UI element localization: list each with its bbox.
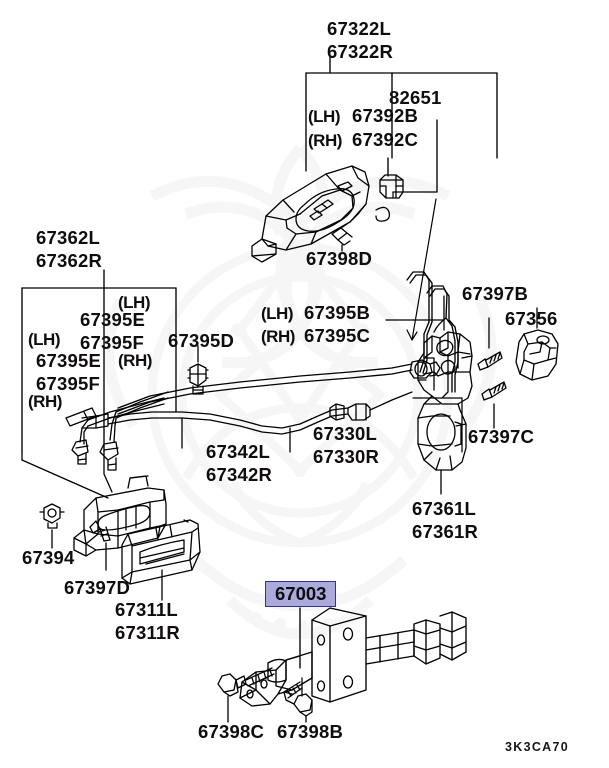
- label-67361r: 67361R: [412, 521, 479, 542]
- label-67361l: 67361L: [412, 498, 476, 519]
- label-67395ef-a-rh: (RH): [118, 351, 152, 370]
- label-67322r: 67322R: [327, 41, 394, 62]
- label-82651: 82651: [389, 87, 442, 108]
- label-67398d: 67398D: [306, 248, 373, 269]
- label-67395ef-a-lh: (LH): [118, 293, 150, 312]
- label-67395ef-b-rh: (RH): [28, 392, 62, 411]
- label-67392b: 67392B: [352, 105, 419, 126]
- label-67395e-a: 67395E: [80, 309, 145, 330]
- label-67395e-b: 67395E: [36, 350, 101, 371]
- label-67395f-a: 67395F: [80, 332, 144, 353]
- label-67342r: 67342R: [206, 464, 273, 485]
- label-67362l: 67362L: [36, 227, 100, 248]
- label-67395b: 67395B: [304, 302, 371, 323]
- label-67395ef-b-lh: (LH): [28, 330, 60, 349]
- label-67394: 67394: [22, 547, 75, 568]
- label-67397c: 67397C: [468, 426, 535, 447]
- label-67397b: 67397B: [462, 283, 529, 304]
- label-67395c: 67395C: [304, 325, 371, 346]
- label-67311r: 67311R: [115, 622, 180, 643]
- label-67003-highlighted[interactable]: 67003: [265, 581, 337, 608]
- label-67398c: 67398C: [198, 721, 265, 742]
- label-67395d: 67395D: [168, 330, 235, 351]
- label-67395f-b: 67395F: [36, 373, 100, 394]
- label-67395b-prefix: (LH): [261, 304, 293, 323]
- label-67395c-prefix: (RH): [261, 327, 295, 346]
- label-67311l: 67311L: [115, 599, 178, 620]
- label-67397d: 67397D: [64, 577, 131, 598]
- label-67398b: 67398B: [277, 721, 344, 742]
- label-67392c: 67392C: [352, 129, 419, 150]
- label-67330r: 67330R: [313, 446, 380, 467]
- label-67362r: 67362R: [36, 250, 103, 271]
- label-67392c-prefix: (RH): [308, 131, 342, 150]
- label-67356: 67356: [505, 308, 558, 329]
- label-67330l: 67330L: [313, 423, 377, 444]
- label-67322l: 67322L: [327, 18, 391, 39]
- diagram-code: 3K3CA70: [505, 740, 569, 754]
- label-67392b-prefix: (LH): [308, 107, 340, 126]
- label-67342l: 67342L: [206, 441, 270, 462]
